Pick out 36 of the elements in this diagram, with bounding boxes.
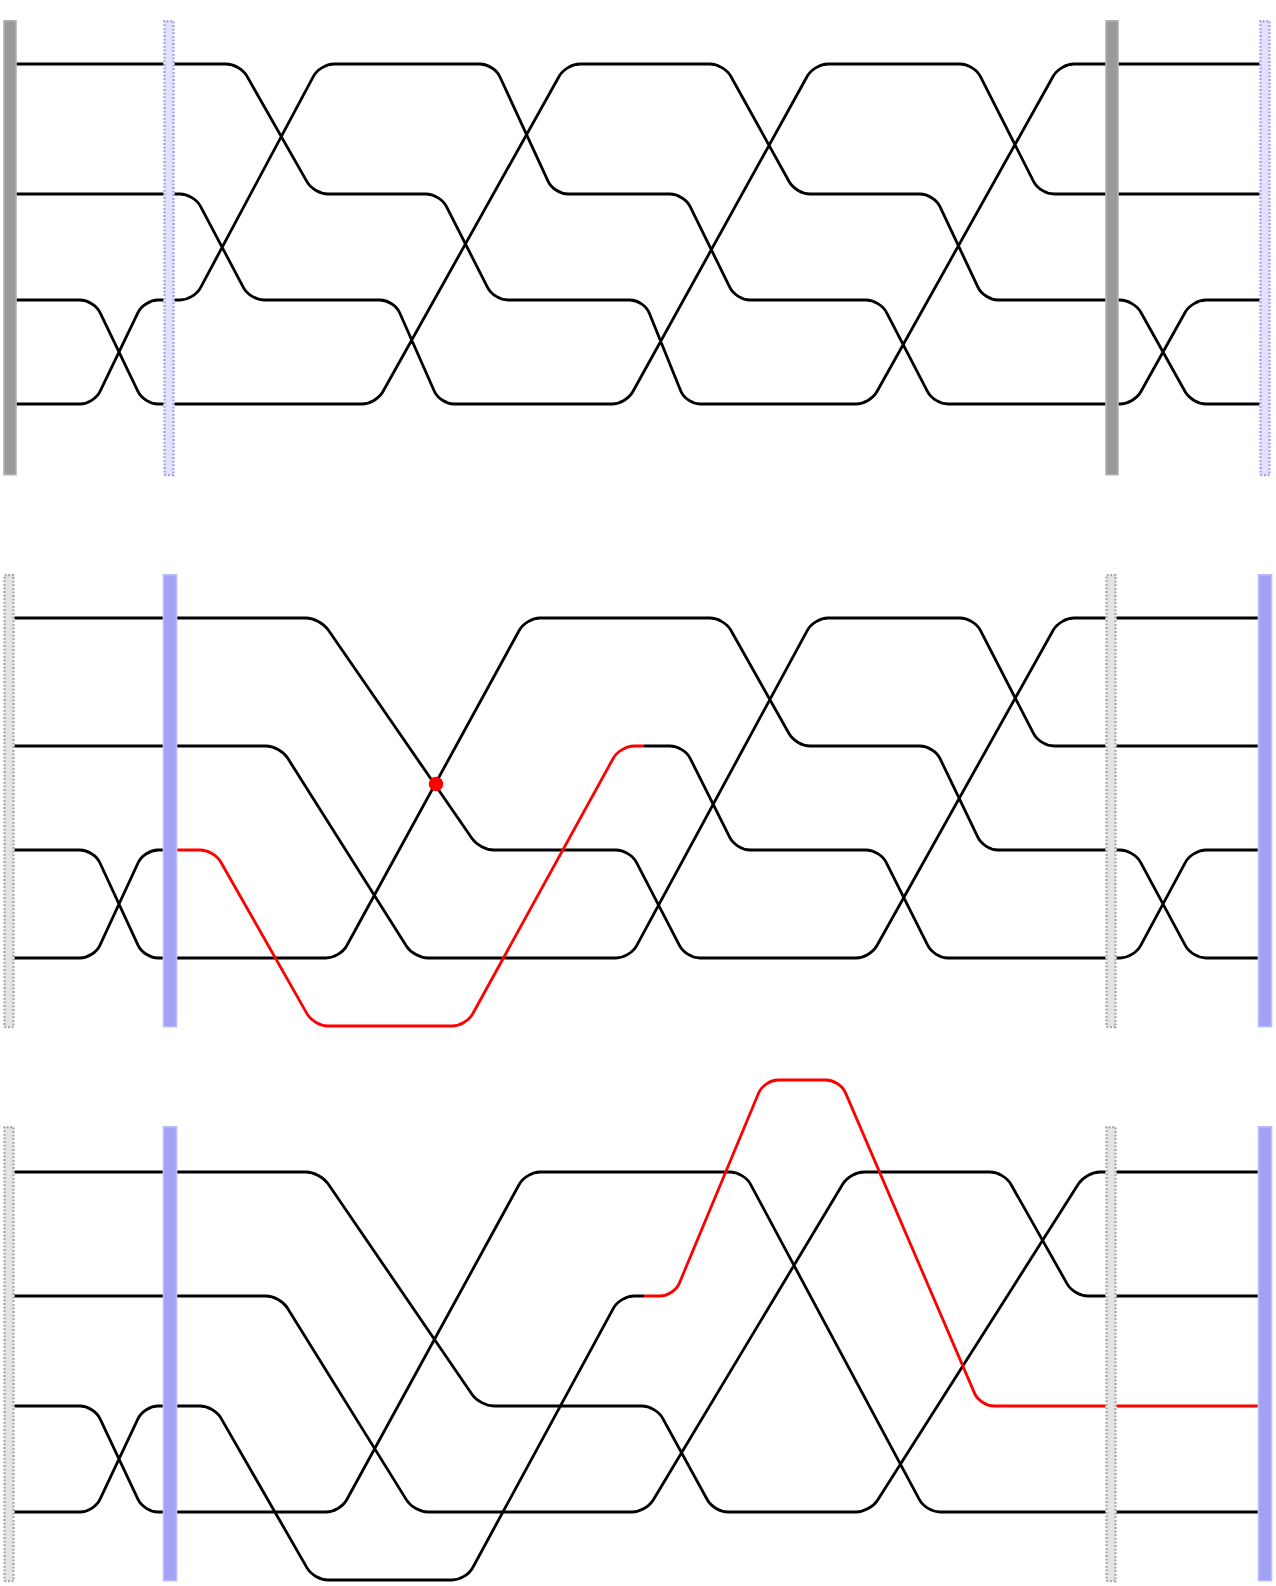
strand xyxy=(14,1170,163,1174)
dotted-bar xyxy=(1105,574,1117,1029)
dotted-bar xyxy=(163,20,175,477)
strand-crossing xyxy=(13,1404,165,1514)
strand xyxy=(177,744,1106,1028)
strand xyxy=(1116,744,1258,748)
dotted-bar xyxy=(1105,1126,1117,1583)
strand-crossing xyxy=(13,848,165,960)
strand xyxy=(1118,62,1260,66)
strand xyxy=(1116,1404,1258,1408)
braid xyxy=(173,62,1107,406)
strand xyxy=(16,62,164,66)
solid-bar xyxy=(1257,574,1273,1028)
solid-bar xyxy=(1257,1126,1273,1582)
strand xyxy=(177,1078,1106,1582)
strand xyxy=(14,744,163,748)
strand xyxy=(16,192,164,196)
solid-bar xyxy=(1105,20,1119,476)
braid xyxy=(175,1170,1107,1514)
braid xyxy=(175,616,1107,960)
solid-bar xyxy=(162,574,178,1028)
strand xyxy=(14,1294,163,1298)
strand-crossing xyxy=(1117,298,1261,406)
strand xyxy=(1118,192,1260,196)
strand xyxy=(14,616,163,620)
strand xyxy=(1116,1510,1258,1514)
dotted-bar xyxy=(1259,20,1271,477)
strand-crossing xyxy=(1115,848,1260,960)
dotted-bar xyxy=(3,574,15,1029)
strand xyxy=(1116,616,1258,620)
solid-bar xyxy=(162,1126,178,1582)
strand xyxy=(1116,1170,1258,1174)
dotted-bar xyxy=(3,1126,15,1583)
strand-crossing xyxy=(15,298,165,406)
solid-bar xyxy=(3,20,17,476)
strand xyxy=(1116,1294,1258,1298)
